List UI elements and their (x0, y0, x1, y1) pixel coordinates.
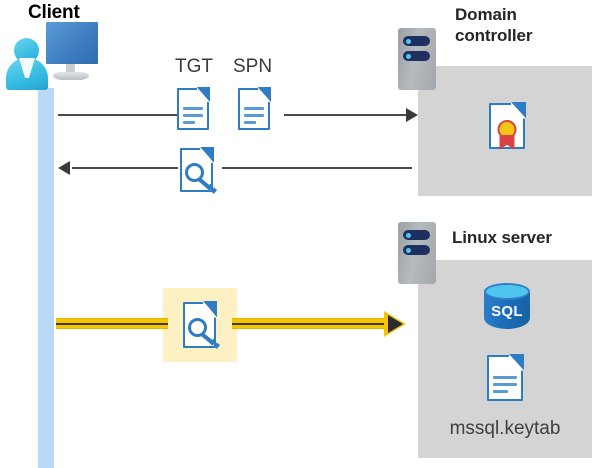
flow-request-arrowhead (406, 108, 418, 122)
monitor-screen-icon (46, 22, 98, 64)
server-bay-icon (403, 245, 430, 255)
presented-ticket-key-document-icon (183, 301, 220, 349)
seal-ribbon-icon (499, 134, 515, 150)
server-led-icon (406, 53, 411, 59)
tgt-label: TGT (175, 56, 213, 77)
sql-database-icon: SQL (484, 283, 530, 337)
service-ticket-key-document-icon (180, 147, 217, 194)
server-led-icon (406, 247, 411, 253)
server-bay-icon (403, 51, 430, 61)
key-ring-icon (188, 317, 208, 337)
monitor-neck-icon (66, 64, 75, 74)
tgt-document-icon (177, 87, 210, 130)
key-icon (188, 317, 220, 349)
certificate-seal-icon (497, 119, 517, 150)
server-led-icon (406, 232, 411, 238)
keytab-document-icon (487, 354, 524, 401)
flow-reply-line-left (72, 167, 178, 169)
client-lifeline (38, 88, 54, 468)
keytab-filename-label: mssql.keytab (449, 418, 561, 439)
server-led-icon (406, 38, 411, 44)
client-workstation-icon (6, 22, 98, 94)
key-tooth-icon (211, 187, 217, 194)
spn-label: SPN (233, 56, 273, 77)
flow-ticket-line-right (232, 318, 386, 329)
key-ring-icon (185, 162, 205, 182)
sql-badge-label: SQL (491, 303, 523, 320)
server-rack-icon-linux (398, 222, 436, 284)
key-icon (185, 162, 217, 194)
server-bay-icon (403, 230, 430, 240)
flow-reply-line-right (222, 167, 412, 169)
linux-server-title: Linux server (452, 228, 552, 247)
flow-request-line-right (284, 114, 409, 116)
document-text-lines (493, 376, 517, 397)
flow-ticket-arrowhead-inner (388, 315, 403, 333)
flow-request-line-left (58, 114, 178, 116)
spn-document-icon (238, 87, 271, 130)
document-text-lines (243, 107, 265, 128)
flow-ticket-line-left (56, 318, 168, 329)
domain-controller-title: Domain controller (455, 5, 533, 45)
document-text-lines (182, 107, 204, 128)
server-rack-icon-domain-controller (398, 28, 436, 90)
sql-cylinder-top (484, 283, 530, 300)
certificate-document-icon (489, 102, 526, 150)
flow-ticket-arrowhead (384, 311, 406, 337)
monitor-base-icon (53, 72, 89, 80)
client-title: Client (28, 2, 80, 23)
flow-reply-arrowhead (58, 161, 70, 175)
server-bay-icon (403, 36, 430, 46)
